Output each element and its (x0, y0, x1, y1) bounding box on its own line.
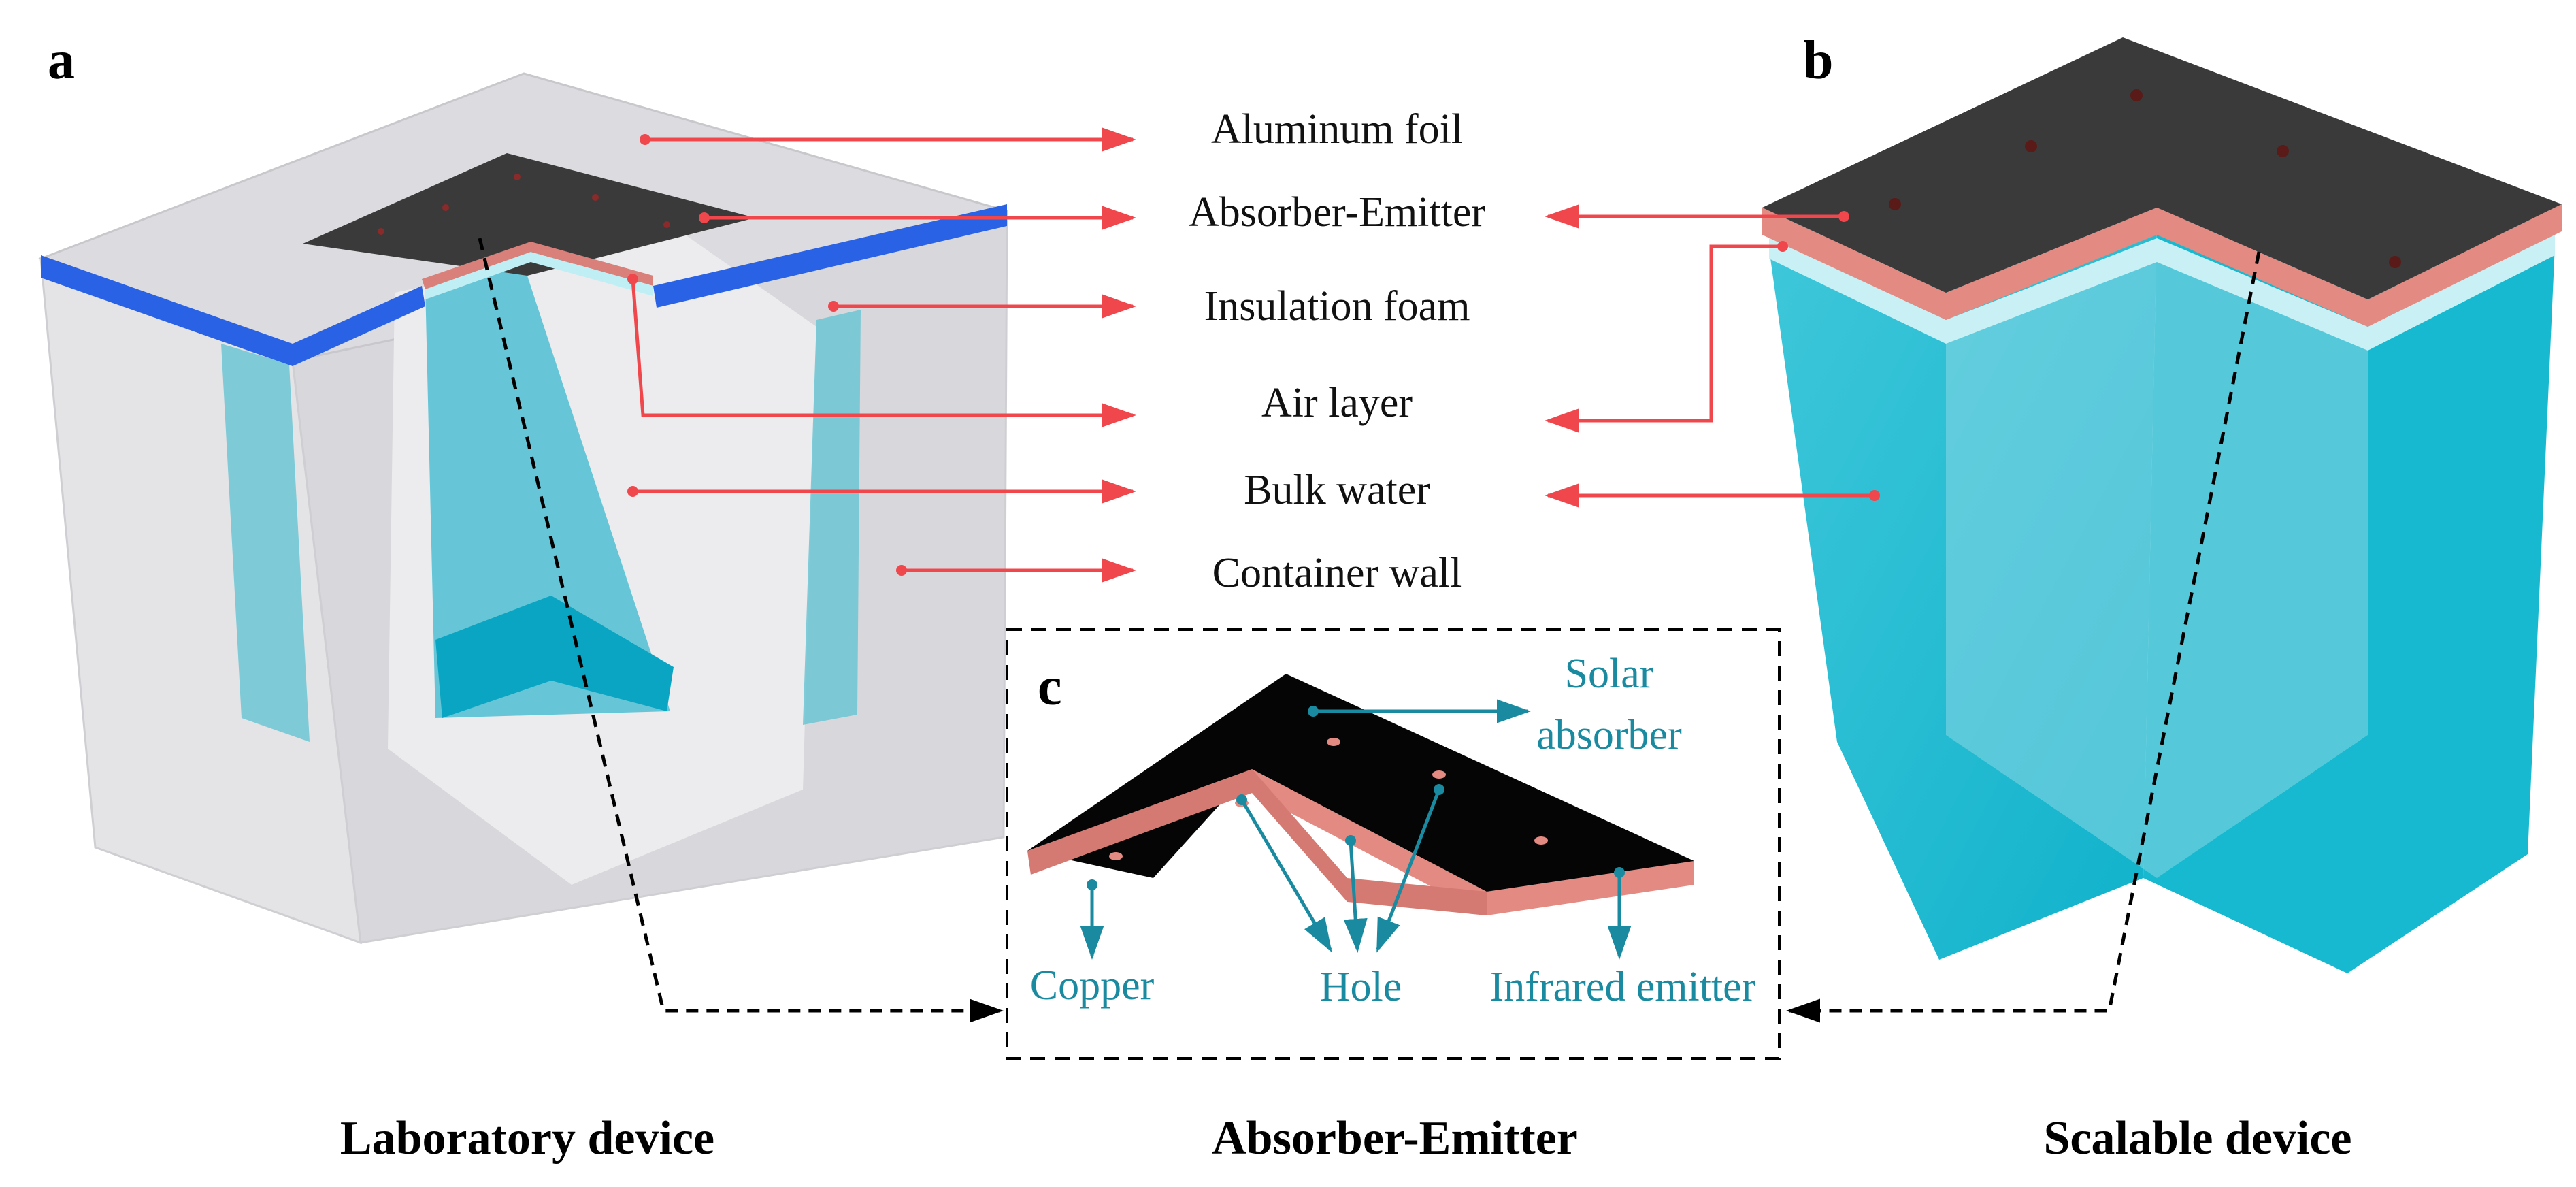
water-column-left (221, 344, 310, 742)
caption-absorber-emitter: Absorber-Emitter (1212, 1112, 1578, 1165)
inset-hole (1534, 836, 1548, 845)
plate-hole (514, 174, 521, 180)
plate-hole (2389, 256, 2401, 268)
plate-hole (663, 221, 670, 228)
scalable-device (1762, 37, 2562, 973)
dot-absorber-emitter-b (1838, 211, 1849, 222)
label-infrared-emitter: Infrared emitter (1490, 964, 1756, 1010)
dot-absorber-emitter-a (699, 212, 710, 223)
label-aluminum-foil: Aluminum foil (1211, 106, 1463, 152)
label-hole: Hole (1320, 964, 1402, 1010)
inset-hole (1432, 770, 1446, 779)
water-inner-face (1946, 242, 2368, 878)
insulation-foam-left (41, 255, 293, 366)
label-absorber-emitter: Absorber-Emitter (1189, 189, 1485, 235)
copper-layer (1762, 204, 2562, 327)
inset-hole (1109, 852, 1123, 860)
insulation-foam-mid (293, 286, 425, 366)
arrow-hole-1 (1240, 798, 1332, 953)
red-arrows (627, 127, 1880, 583)
panel-label-b: b (1803, 31, 1834, 91)
panel-label-a: a (48, 31, 75, 91)
inset-hole (1327, 738, 1340, 746)
insulation-foam-right (653, 204, 1007, 308)
dot-hole-1 (1236, 794, 1247, 805)
dot-infrared-emitter (1614, 867, 1625, 878)
label-solar-absorber-line1: Solar (1565, 651, 1654, 697)
dot-bulk-water-b (1869, 490, 1880, 501)
label-air-layer: Air layer (1261, 380, 1413, 426)
text-labels: a b c Aluminum foil Absorber-Emitter Ins… (48, 31, 2351, 1165)
dot-hole-2 (1345, 835, 1356, 846)
inset-box (1006, 628, 1781, 1060)
water-bottom (435, 596, 674, 718)
label-solar-absorber-line2: absorber (1536, 712, 1682, 758)
panel-label-c: c (1038, 657, 1062, 717)
arrow-air-layer-b (1545, 244, 1783, 433)
plate-hole (2130, 89, 2143, 101)
teal-arrows (1080, 699, 1632, 960)
air-layer-band (1769, 231, 2555, 351)
dot-aluminum-foil (640, 134, 650, 145)
caption-scalable-device: Scalable device (2044, 1112, 2352, 1165)
caption-laboratory-device: Laboratory device (340, 1112, 714, 1165)
plate-hole (592, 194, 599, 201)
arrow-hole-2 (1343, 840, 1368, 953)
inset-copper-front (1027, 769, 1487, 915)
dot-air-layer-a (627, 274, 638, 284)
dot-container-wall (896, 565, 907, 576)
label-copper: Copper (1030, 962, 1155, 1009)
dot-insulation-foam (828, 301, 839, 312)
label-insulation-foam: Insulation foam (1204, 283, 1470, 329)
dashed-arrow-b-to-c (1786, 251, 2261, 1023)
dot-solar-absorber (1308, 706, 1319, 717)
absorber-plate-top (1762, 37, 2562, 299)
plate-hole (1889, 198, 1901, 210)
dot-hole-3 (1434, 784, 1444, 795)
dashed-leaders (478, 238, 2261, 1023)
plate-hole (378, 228, 384, 235)
dot-bulk-water-a (627, 486, 638, 497)
label-bulk-water: Bulk water (1244, 467, 1430, 513)
water-column-center (425, 265, 670, 718)
inset-plate (1027, 674, 1694, 892)
absorber-plate (303, 153, 755, 276)
label-container-wall: Container wall (1212, 550, 1462, 596)
dot-air-layer-b (1777, 241, 1788, 252)
air-layer (425, 252, 653, 299)
dot-copper (1087, 879, 1097, 890)
arrow-air-layer-a (631, 278, 1136, 427)
absorber-copper-edge (422, 242, 653, 289)
plate-hole (2025, 140, 2037, 152)
arrow-hole-3 (1376, 789, 1441, 953)
plate-hole (442, 204, 449, 211)
plate-hole (2277, 145, 2289, 157)
laboratory-device (37, 72, 1008, 945)
